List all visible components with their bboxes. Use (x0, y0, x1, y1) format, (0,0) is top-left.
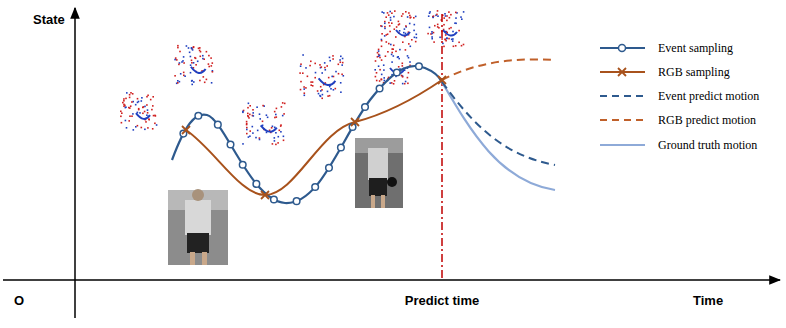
rgb-sample (182, 126, 190, 134)
axis-title: State (33, 12, 65, 27)
event-frame (172, 42, 214, 87)
event-frame (372, 46, 412, 86)
event-curve (172, 66, 442, 203)
event-sample (239, 161, 246, 168)
event-sample (376, 85, 383, 92)
rgb-curve (186, 80, 442, 195)
event-samples (180, 63, 422, 204)
frame-images (118, 8, 465, 146)
event-sample (394, 69, 401, 76)
event-sample (253, 181, 260, 188)
event-sample (326, 165, 333, 172)
event-frame (118, 90, 158, 132)
event-sample (215, 121, 222, 128)
rgb-sample (261, 191, 269, 199)
event-sample (312, 184, 319, 191)
predict-time-label: Predict time (405, 293, 479, 308)
event-frame (378, 8, 418, 48)
rgb-photo (355, 138, 403, 208)
legend-samples (600, 45, 645, 146)
legend-text: Ground truth motion (658, 138, 757, 153)
x-axis (3, 279, 780, 281)
legend-text: Event sampling (658, 41, 733, 56)
rgb-sample (351, 118, 359, 126)
event-sample (271, 196, 278, 203)
event-frame (297, 52, 345, 100)
y-axis (74, 8, 76, 318)
event-frame (240, 100, 286, 146)
ground-truth-curve (442, 82, 555, 190)
axis-title: Time (693, 293, 723, 308)
origin-label: O (14, 293, 24, 308)
event-sample (362, 104, 369, 111)
event-sample (293, 198, 300, 205)
rgb-photo (168, 189, 228, 265)
legend-text: Event predict motion (658, 89, 759, 104)
event-sample (227, 141, 234, 148)
event-predict-curve (442, 82, 555, 165)
event-sample (195, 113, 202, 120)
predict-time-line (441, 14, 443, 280)
rgb-sample (438, 76, 446, 84)
legend-text: RGB sampling (658, 65, 730, 80)
event-sample (338, 144, 345, 151)
legend-text: RGB predict motion (658, 113, 756, 128)
event-sample (416, 63, 423, 70)
event-frame (425, 8, 465, 48)
rgb-samples (182, 76, 446, 199)
rgb-predict-curve (442, 59, 555, 80)
